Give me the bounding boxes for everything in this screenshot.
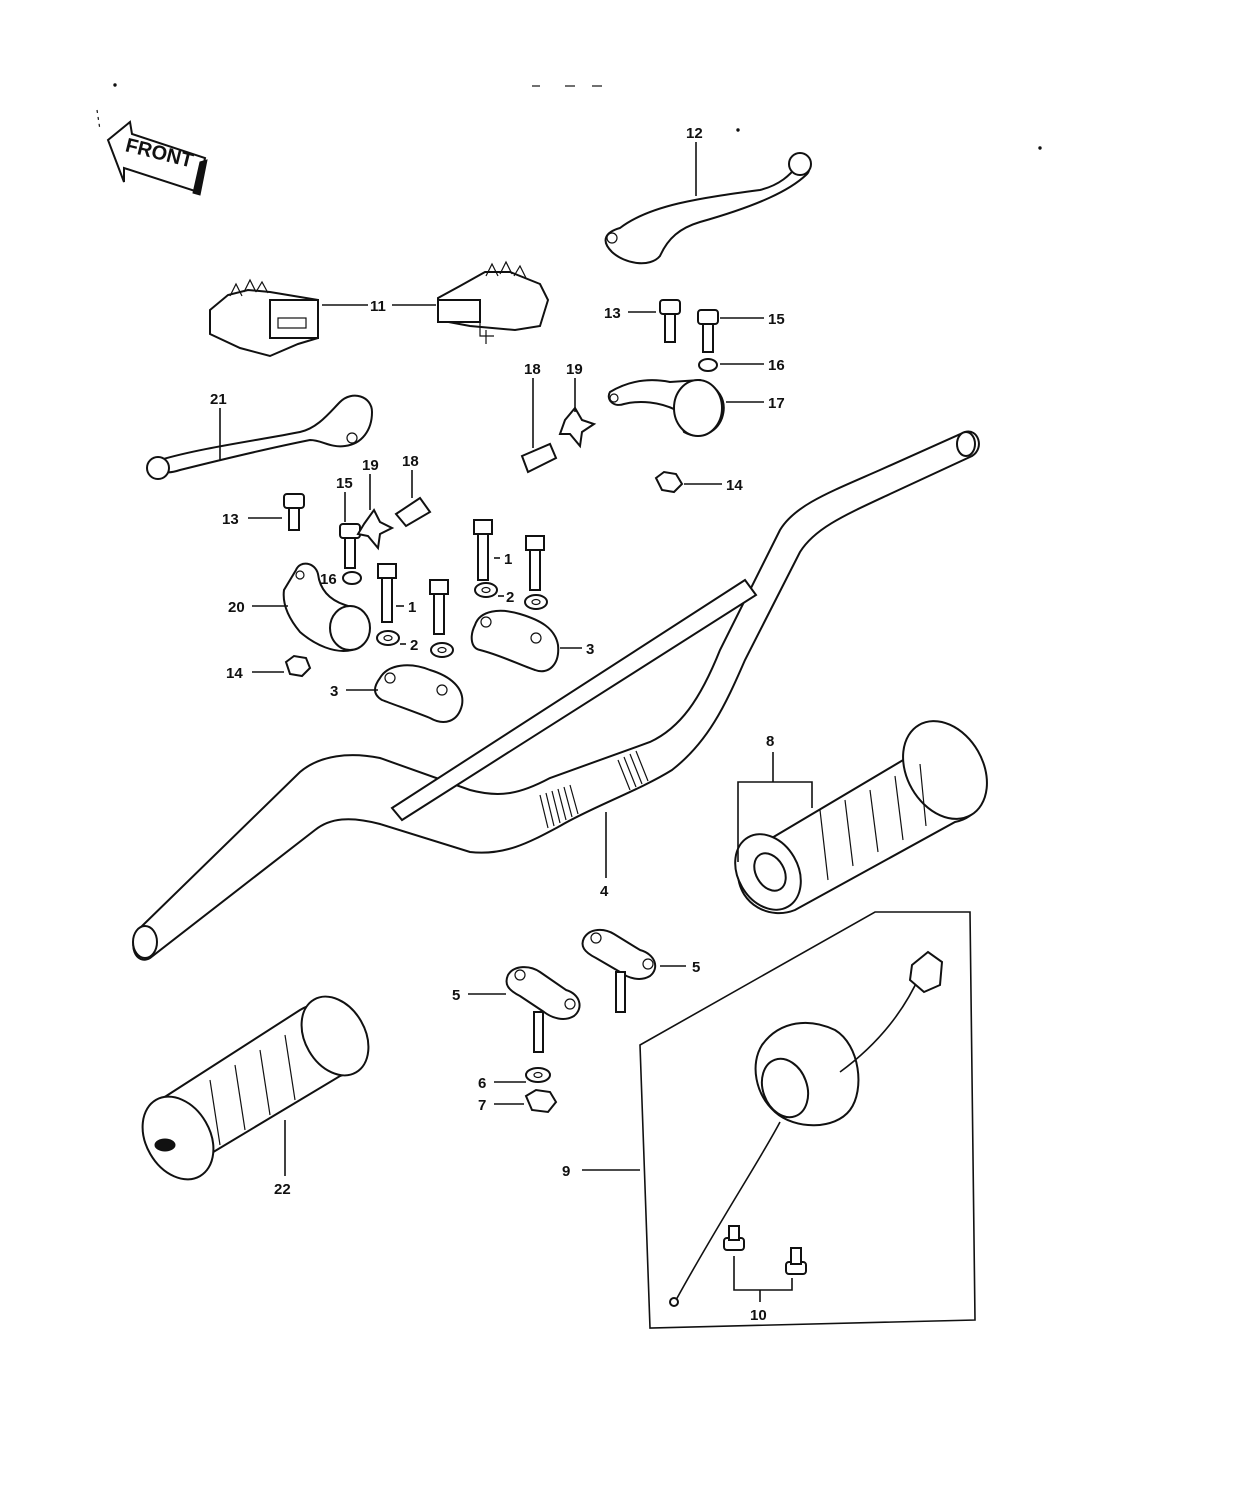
callout-6: 6 [478, 1075, 486, 1092]
callout-18: 18 [524, 361, 541, 378]
callout-2: 2 [506, 589, 514, 606]
perch-20 [282, 562, 371, 652]
washers [342, 358, 718, 1083]
lever-21 [146, 394, 374, 480]
nuts [284, 470, 684, 1114]
callout-4: 4 [600, 883, 609, 900]
callout-22: 22 [274, 1181, 291, 1198]
callout-15: 15 [336, 475, 353, 492]
callout-19: 19 [566, 361, 583, 378]
callout-18: 18 [402, 453, 419, 470]
bolts-13-15 [283, 299, 719, 569]
leader-lines [219, 142, 813, 1302]
callout-21: 21 [210, 391, 227, 408]
callout-17: 17 [768, 395, 785, 412]
callout-7: 7 [478, 1097, 486, 1114]
callout-1: 1 [504, 551, 512, 568]
clamp-3-right [470, 609, 560, 673]
callout-13: 13 [604, 305, 621, 322]
bracket-5-upper [581, 928, 657, 1013]
callout-14: 14 [726, 477, 743, 494]
front-arrow-badge: FRONT [96, 109, 208, 196]
callout-11: 11 [370, 298, 386, 315]
adjusters-18-19 [356, 406, 597, 551]
callout-14: 14 [226, 665, 243, 682]
callout-16: 16 [768, 357, 785, 374]
callout-5: 5 [452, 987, 460, 1004]
callout-9: 9 [562, 1163, 570, 1180]
bolts-1 [377, 519, 545, 635]
throttle-assembly-box [639, 911, 976, 1329]
perch-17 [607, 378, 725, 437]
callout-10: 10 [750, 1307, 767, 1324]
callout-2: 2 [410, 637, 418, 654]
callout-16: 16 [320, 571, 337, 588]
callout-3: 3 [586, 641, 594, 658]
bracket-5-lower [505, 966, 581, 1053]
callout-19: 19 [362, 457, 379, 474]
callout-15: 15 [768, 311, 785, 328]
knurl-right [617, 750, 649, 791]
clamp-3-left [374, 664, 464, 723]
callout-20: 20 [228, 599, 245, 616]
scan-marks [113, 83, 1042, 150]
callout-3: 3 [330, 683, 338, 700]
callout-8: 8 [766, 733, 774, 750]
callout-13: 13 [222, 511, 239, 528]
knurl-left [539, 784, 579, 829]
grip-8 [734, 720, 988, 915]
callout-1: 1 [408, 599, 416, 616]
switch-housing-11 [209, 260, 550, 358]
grip-22 [141, 995, 370, 1181]
lever-12 [604, 152, 812, 265]
callout-5: 5 [692, 959, 700, 976]
handlebar-4 [132, 430, 980, 961]
callout-12: 12 [686, 125, 703, 142]
callouts: 1 1 2 2 3 3 4 5 5 6 7 8 9 10 11 12 13 13… [210, 125, 785, 1324]
